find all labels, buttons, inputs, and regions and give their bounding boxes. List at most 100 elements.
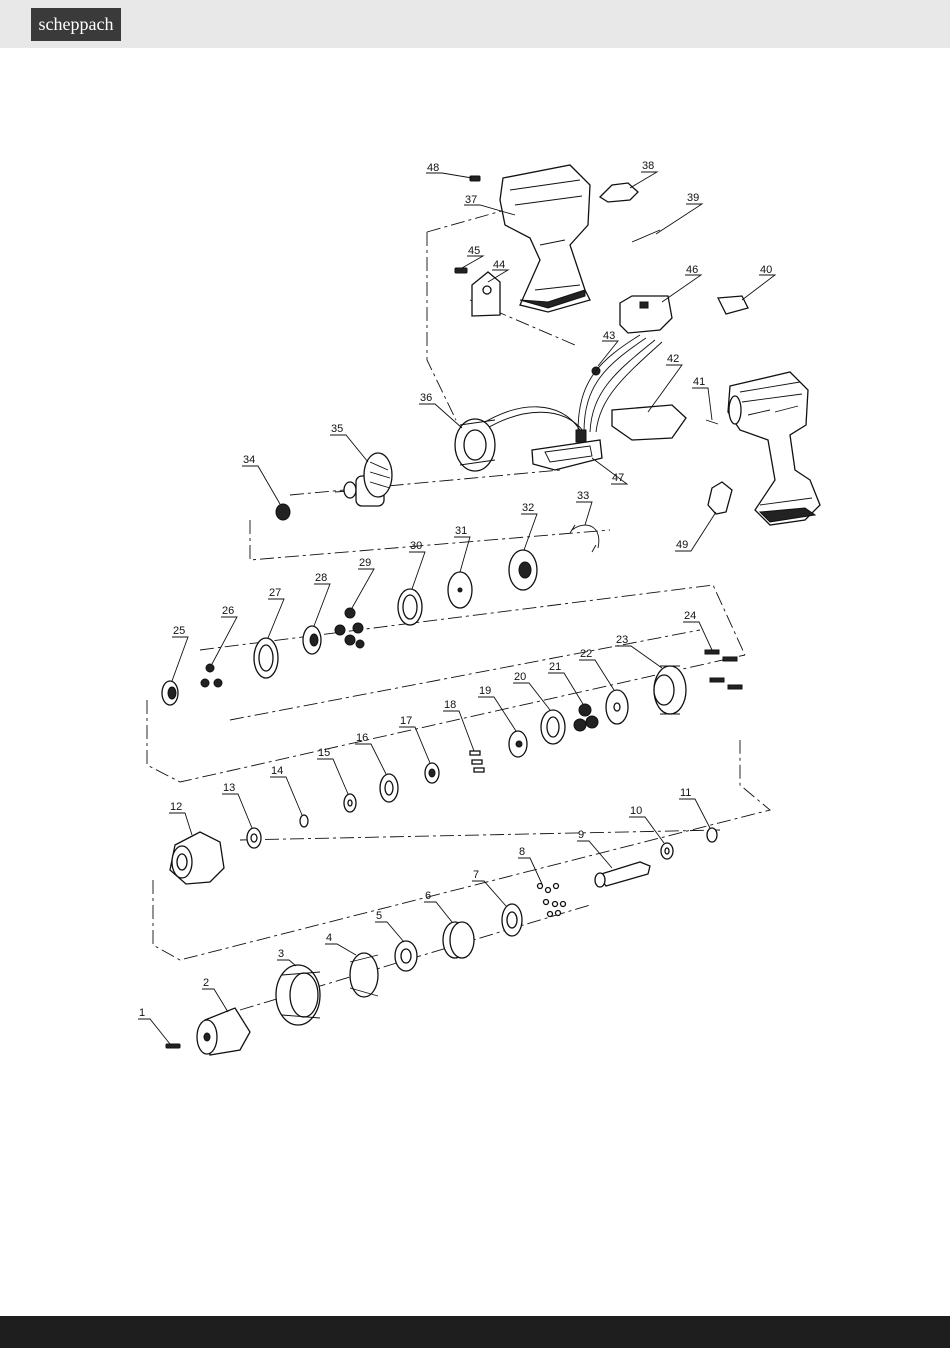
part-34-pinion xyxy=(276,504,290,520)
label-1: 1 xyxy=(138,1007,170,1044)
svg-text:7: 7 xyxy=(473,869,479,881)
part-38-switch-button xyxy=(600,183,638,202)
part-17-clutch-ring xyxy=(425,763,439,783)
svg-text:13: 13 xyxy=(223,782,235,794)
label-22: 22 xyxy=(579,648,614,690)
svg-text:17: 17 xyxy=(400,715,412,727)
page-header: scheppach xyxy=(0,0,950,48)
label-36: 36 xyxy=(419,392,462,428)
svg-text:16: 16 xyxy=(356,732,368,744)
svg-text:35: 35 xyxy=(331,423,343,435)
label-19: 19 xyxy=(478,685,516,731)
part-7-lock-plate xyxy=(502,904,522,936)
part-37-housing-left xyxy=(500,165,590,312)
label-17: 17 xyxy=(399,715,430,763)
label-29: 29 xyxy=(352,557,374,608)
part-48-screw xyxy=(470,176,480,181)
label-15: 15 xyxy=(317,747,348,794)
svg-text:23: 23 xyxy=(616,634,628,646)
part-18-pins xyxy=(470,751,484,772)
part-27-ring-gear xyxy=(254,638,278,678)
label-39: 39 xyxy=(656,192,702,234)
svg-text:49: 49 xyxy=(676,539,688,551)
label-35: 35 xyxy=(330,423,368,462)
label-7: 7 xyxy=(472,869,506,906)
part-35-rotor xyxy=(335,453,392,506)
svg-text:29: 29 xyxy=(359,557,371,569)
svg-text:4: 4 xyxy=(326,932,332,944)
svg-text:10: 10 xyxy=(630,805,642,817)
svg-text:43: 43 xyxy=(603,330,615,342)
part-15-washer xyxy=(344,794,356,812)
label-25: 25 xyxy=(172,625,188,681)
svg-text:30: 30 xyxy=(410,540,422,552)
svg-text:32: 32 xyxy=(522,502,534,514)
label-13: 13 xyxy=(222,782,252,828)
svg-text:11: 11 xyxy=(680,787,691,799)
part-39-spring xyxy=(632,230,660,242)
part-3-torque-collar xyxy=(276,965,320,1025)
label-9: 9 xyxy=(577,829,612,868)
exploded-parts-diagram: 48 37 38 39 45 44 46 40 43 42 41 36 35 4… xyxy=(0,48,950,1316)
label-34: 34 xyxy=(242,454,280,504)
svg-text:31: 31 xyxy=(455,525,467,537)
part-8-steel-balls xyxy=(538,884,566,917)
label-42: 42 xyxy=(648,353,682,412)
label-48: 48 xyxy=(426,162,472,178)
label-4: 4 xyxy=(325,932,356,955)
svg-text:27: 27 xyxy=(269,587,281,599)
label-23: 23 xyxy=(615,634,662,668)
svg-text:46: 46 xyxy=(686,264,698,276)
scheppach-logo: scheppach xyxy=(31,8,121,41)
svg-text:26: 26 xyxy=(222,605,234,617)
svg-text:36: 36 xyxy=(420,392,432,404)
svg-text:45: 45 xyxy=(468,245,480,257)
part-44-bracket xyxy=(472,272,500,316)
label-18: 18 xyxy=(443,699,474,751)
svg-text:3: 3 xyxy=(278,948,284,960)
svg-text:18: 18 xyxy=(444,699,456,711)
svg-text:6: 6 xyxy=(425,890,431,902)
part-45-screw xyxy=(455,268,467,273)
part-31-washer xyxy=(448,572,472,608)
part-26-planet-gears xyxy=(201,664,222,687)
svg-text:33: 33 xyxy=(577,490,589,502)
svg-text:1: 1 xyxy=(139,1007,145,1019)
svg-text:38: 38 xyxy=(642,160,654,172)
label-11: 11 xyxy=(679,787,710,828)
label-26: 26 xyxy=(212,605,237,664)
label-2: 2 xyxy=(202,977,228,1012)
svg-text:41: 41 xyxy=(693,376,705,388)
svg-text:24: 24 xyxy=(684,610,696,622)
label-40: 40 xyxy=(742,264,775,300)
svg-text:34: 34 xyxy=(243,454,255,466)
assembled-drill-view xyxy=(728,372,820,525)
svg-text:42: 42 xyxy=(667,353,679,365)
label-33: 33 xyxy=(576,490,592,525)
label-16: 16 xyxy=(355,732,386,774)
svg-text:15: 15 xyxy=(318,747,330,759)
part-6-spring-ring xyxy=(443,922,474,958)
svg-text:21: 21 xyxy=(549,661,561,673)
label-41: 41 xyxy=(692,376,712,420)
part-12-gearbox-front xyxy=(170,832,224,884)
label-49: 49 xyxy=(675,512,716,551)
label-43: 43 xyxy=(598,330,618,366)
svg-text:2: 2 xyxy=(203,977,209,989)
part-47-control-board xyxy=(532,430,602,470)
label-30: 30 xyxy=(409,540,425,589)
label-8: 8 xyxy=(518,846,542,884)
label-3: 3 xyxy=(277,948,296,966)
part-24-screws xyxy=(705,650,742,689)
part-22-washer xyxy=(606,690,628,724)
label-14: 14 xyxy=(270,765,302,815)
label-20: 20 xyxy=(513,671,550,710)
label-38: 38 xyxy=(630,160,657,188)
label-5: 5 xyxy=(375,910,404,942)
label-45: 45 xyxy=(462,245,483,268)
part-14-ring xyxy=(300,815,308,827)
part-20-ring-gear xyxy=(541,710,565,744)
part-4-band xyxy=(350,953,378,997)
part-33-retaining-clip xyxy=(570,525,599,552)
label-24: 24 xyxy=(683,610,712,650)
